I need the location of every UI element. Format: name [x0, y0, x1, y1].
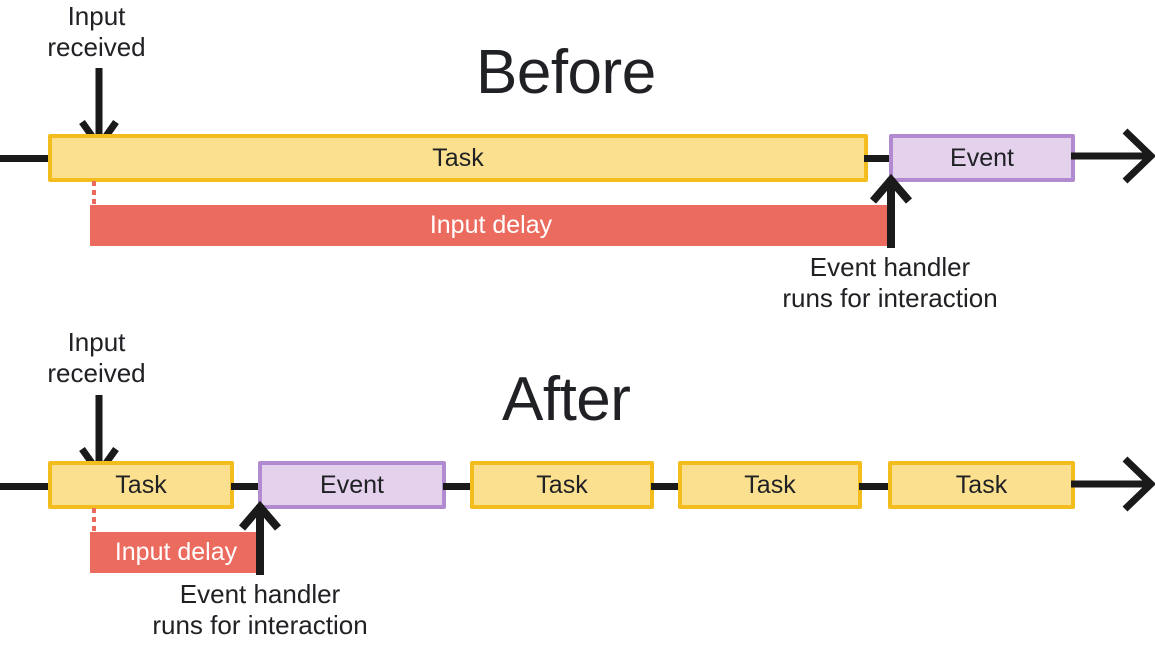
before-task-label: Task	[432, 143, 484, 172]
before-input-delay-bar: Input delay	[90, 205, 892, 246]
after-task-label-3: Task	[744, 470, 796, 499]
after-timeline-arrow-icon	[1071, 456, 1155, 512]
before-input-received-line1: Input	[67, 1, 126, 31]
after-task-label-4: Task	[955, 470, 1008, 499]
after-event-block[interactable]: Event	[258, 461, 446, 509]
after-event-label: Event	[320, 470, 384, 499]
before-rail-left	[0, 155, 50, 162]
after-title: After	[502, 365, 631, 434]
before-event-handler-line2: runs for interaction	[782, 282, 998, 313]
after-event-handler-line1: Event handler	[179, 579, 341, 609]
before-rail-mid	[864, 155, 892, 162]
after-task-block-2[interactable]: Task	[470, 461, 654, 509]
after-input-delay-label: Input delay	[114, 538, 238, 566]
after-task-label-2: Task	[536, 470, 588, 499]
after-rail-4	[859, 483, 891, 490]
after-input-received-label: Input received	[14, 327, 179, 388]
after-task-label-1: Task	[115, 470, 167, 499]
after-rail-2	[443, 483, 473, 490]
before-event-label: Event	[950, 143, 1014, 172]
before-input-received-line2: received	[47, 31, 146, 62]
after-input-received-line2: received	[47, 357, 146, 388]
after-event-handler-line2: runs for interaction	[152, 609, 368, 640]
before-title: Before	[476, 38, 656, 107]
before-event-handler-label: Event handler runs for interaction	[735, 252, 1045, 313]
after-input-delay-connector	[92, 508, 96, 534]
before-event-handler-line1: Event handler	[809, 252, 971, 282]
before-input-delay-connector	[92, 181, 96, 207]
before-event-block[interactable]: Event	[889, 134, 1075, 182]
before-timeline-arrow-icon	[1071, 128, 1155, 184]
before-task-block[interactable]: Task	[48, 134, 868, 182]
after-task-block-4[interactable]: Task	[888, 461, 1075, 509]
after-task-block-1[interactable]: Task	[48, 461, 234, 509]
after-rail-left	[0, 483, 50, 490]
after-input-received-line1: Input	[67, 327, 126, 357]
after-input-delay-bar: Input delay	[90, 532, 262, 573]
after-rail-3	[651, 483, 681, 490]
before-input-delay-label: Input delay	[429, 211, 553, 239]
after-event-handler-arrow-icon	[238, 500, 282, 575]
before-event-handler-arrow-icon	[869, 173, 913, 248]
before-input-received-label: Input received	[14, 1, 179, 62]
after-event-handler-label: Event handler runs for interaction	[105, 579, 415, 640]
after-task-block-3[interactable]: Task	[678, 461, 862, 509]
after-rail-1	[231, 483, 261, 490]
